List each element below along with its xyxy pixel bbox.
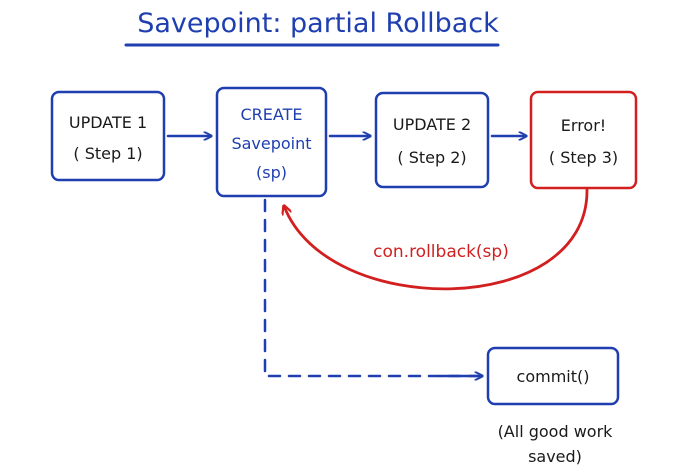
rollback-label: con.rollback(sp) bbox=[373, 242, 509, 262]
commit-label: commit() bbox=[517, 367, 590, 386]
update2-box: UPDATE 2 ( Step 2) bbox=[374, 91, 490, 189]
diagram-title: Savepoint: partial Rollback bbox=[137, 8, 499, 39]
savepoint-label: Savepoint bbox=[231, 134, 311, 153]
update2-step: ( Step 2) bbox=[397, 148, 466, 167]
commit-box: commit() bbox=[486, 346, 620, 406]
commit-note-line1: (All good work bbox=[498, 422, 614, 441]
update1-label: UPDATE 1 bbox=[69, 113, 147, 132]
update1-step: ( Step 1) bbox=[73, 144, 142, 163]
update2-label: UPDATE 2 bbox=[393, 115, 471, 134]
create-label: CREATE bbox=[241, 105, 303, 124]
create-savepoint-box: CREATE Savepoint (sp) bbox=[215, 86, 328, 198]
commit-note-line2: saved) bbox=[528, 447, 582, 466]
error-label: Error! bbox=[561, 116, 606, 135]
error-box: Error! ( Step 3) bbox=[529, 90, 638, 190]
sp-label: (sp) bbox=[256, 163, 287, 182]
error-step: ( Step 3) bbox=[549, 148, 618, 167]
update1-box: UPDATE 1 ( Step 1) bbox=[50, 90, 166, 182]
rollback-arrow bbox=[284, 188, 589, 291]
